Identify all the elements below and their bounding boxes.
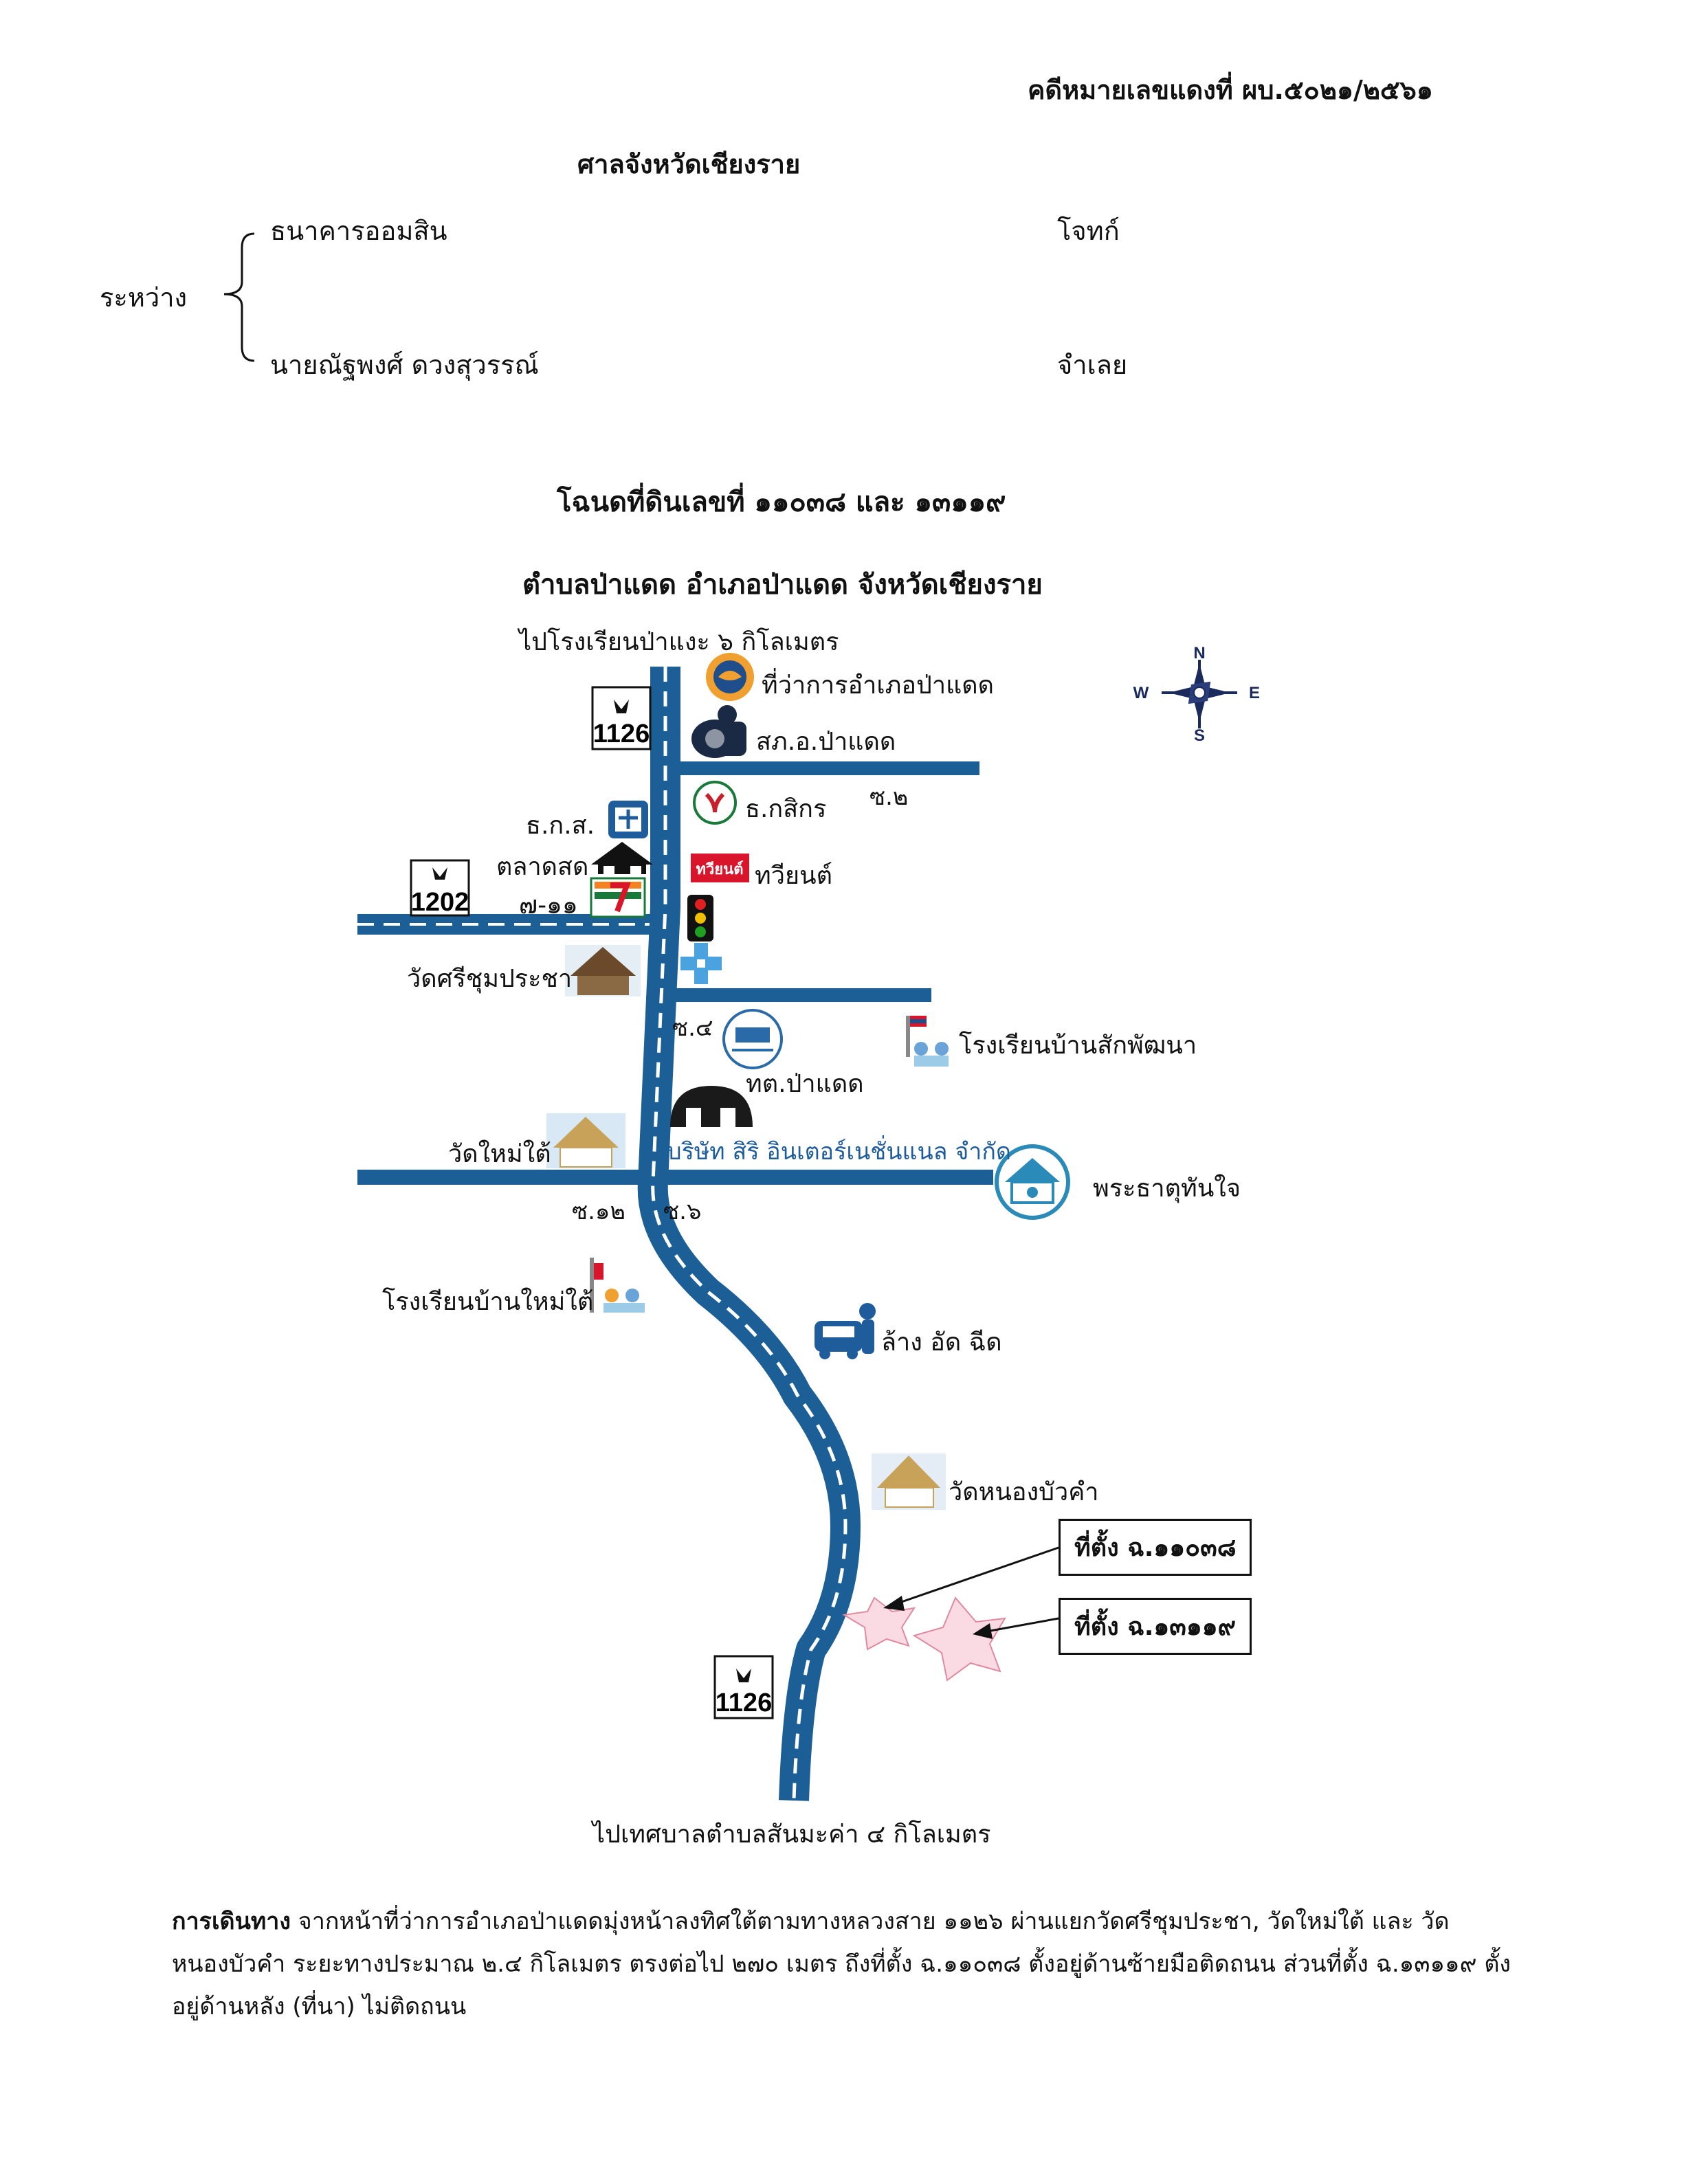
road-soi4: [656, 988, 931, 1002]
compass-e: E: [1249, 684, 1260, 702]
highway-1126: [637, 667, 861, 1801]
plaintiff-role: โจทก์: [1057, 216, 1120, 246]
baac-bank-icon: [608, 801, 648, 838]
road-soi12-soi6: [357, 1170, 993, 1185]
temple-nong-bua-kham-icon: [872, 1453, 946, 1510]
municipality-emblem-icon: [722, 1009, 783, 1069]
company-label: บริษัท สิริ อินเตอร์เนชั่นแนล จำกัด: [667, 1138, 1012, 1166]
road-soi2: [656, 761, 979, 775]
compass-rose-icon: N S W E: [1133, 644, 1260, 745]
school-sak-icon: [906, 1016, 949, 1067]
soi4-label: ซ.๔: [672, 1014, 713, 1042]
phra-that-label: พระธาตุทันใจ: [1093, 1174, 1241, 1203]
school-mai-tai-label: โรงเรียนบ้านใหม่ใต้: [382, 1288, 594, 1316]
compass-w: W: [1133, 684, 1149, 702]
highway-1126-dash: [651, 667, 847, 1801]
plot-arrow-13119: [973, 1617, 1059, 1639]
fresh-market-label: ตลาดสด: [496, 853, 589, 881]
plot-label-11038: ที่ตั้ง ฉ.๑๑๐๓๘: [1059, 1519, 1252, 1576]
twin-shop-label: ทวียนต์: [755, 862, 833, 890]
case-number: คดีหมายเลขแดงที่ ผบ.๕๐๒๑/๒๕๖๑: [1028, 75, 1433, 105]
directions-label: การเดินทาง: [172, 1908, 291, 1935]
twin-logo-text: ทวียนต์: [696, 860, 743, 878]
route-sign-1126-bottom: 1126: [713, 1655, 774, 1719]
route-sign-text: 1126: [716, 1689, 772, 1717]
soi2-label: ซ.๒: [869, 783, 909, 811]
brace-shape: [223, 232, 255, 362]
car-wash-label: ล้าง อัด ฉีด: [881, 1328, 1002, 1357]
police-station-icon: [691, 705, 746, 758]
baac-label: ธ.ก.ส.: [526, 812, 595, 840]
temple-mai-tai-icon: [546, 1113, 625, 1168]
health-center-icon: [680, 943, 722, 984]
municipality-label: ทต.ป่าแดด: [746, 1070, 864, 1098]
traffic-light-icon: [687, 895, 713, 941]
court-name: ศาลจังหวัดเชียงราย: [577, 149, 801, 179]
car-wash-icon: [815, 1303, 876, 1359]
plot-star-11038-icon: [842, 1596, 916, 1651]
title-deed-numbers: โฉนดที่ดินเลขที่ ๑๑๐๓๘ และ ๑๓๑๑๙: [557, 487, 1006, 518]
phra-that-icon: [995, 1144, 1070, 1220]
between-label: ระหว่าง: [100, 282, 188, 313]
plot-star-13119-icon: [912, 1596, 1006, 1682]
wat-sri-chum-label: วัดศรีชุมประชา: [407, 965, 573, 993]
route-sign-text: 1202: [411, 888, 469, 917]
top-destination-label: ไปโรงเรียนป่าแงะ ๖ กิโลเมตร: [519, 628, 839, 656]
soi12-label: ซ.๑๒: [572, 1198, 625, 1225]
kasikorn-label: ธ.กสิกร: [745, 795, 827, 823]
compass-s: S: [1194, 726, 1205, 745]
kasikorn-bank-icon: [693, 781, 737, 825]
bottom-destination-label: ไปเทศบาลตำบลสันมะค่า ๔ กิโลเมตร: [592, 1820, 991, 1849]
school-mai-tai-icon: [590, 1258, 645, 1313]
plot-label-13119: ที่ตั้ง ฉ.๑๓๑๑๙: [1059, 1598, 1252, 1655]
directions-text: จากหน้าที่ว่าการอำเภอป่าแดดมุ่งหน้าลงทิศ…: [172, 1908, 1511, 2020]
wat-nong-bua-kham-label: วัดหนองบัวคำ: [949, 1478, 1099, 1506]
plot-arrow-11038: [883, 1546, 1059, 1611]
compass-n: N: [1193, 644, 1205, 662]
defendant-role: จำเลย: [1057, 350, 1128, 380]
seven-eleven-label: ๗-๑๑: [519, 891, 578, 920]
district-office-label: ที่ว่าการอำเภอป่าแดด: [762, 671, 995, 700]
route-sign-1126-top: 1126: [591, 686, 652, 750]
route-sign-1202: 1202: [410, 859, 470, 917]
municipal-hall-icon: [670, 1086, 753, 1127]
police-station-label: สภ.อ.ป่าแดด: [756, 728, 896, 756]
directions-paragraph: การเดินทาง จากหน้าที่ว่าการอำเภอป่าแดดมุ…: [172, 1900, 1533, 2028]
defendant-name: นายณัฐพงศ์ ดวงสุวรรณ์: [270, 350, 539, 380]
school-sak-label: โรงเรียนบ้านสักพัฒนา: [959, 1032, 1197, 1060]
soi6-label: ซ.๖: [663, 1198, 702, 1225]
seven-eleven-icon: [590, 877, 646, 918]
district-office-emblem-icon: [706, 653, 754, 701]
plaintiff-name: ธนาคารออมสิน: [270, 216, 447, 246]
title-location: ตำบลป่าแดด อำเภอป่าแดด จังหวัดเชียงราย: [522, 569, 1043, 601]
wat-mai-tai-label: วัดใหม่ใต้: [448, 1140, 551, 1168]
twin-shop-logo-icon: ทวียนต์: [691, 854, 749, 882]
fresh-market-icon: [591, 842, 653, 876]
route-sign-text: 1126: [593, 720, 650, 748]
temple-sri-chum-icon: [565, 945, 641, 996]
